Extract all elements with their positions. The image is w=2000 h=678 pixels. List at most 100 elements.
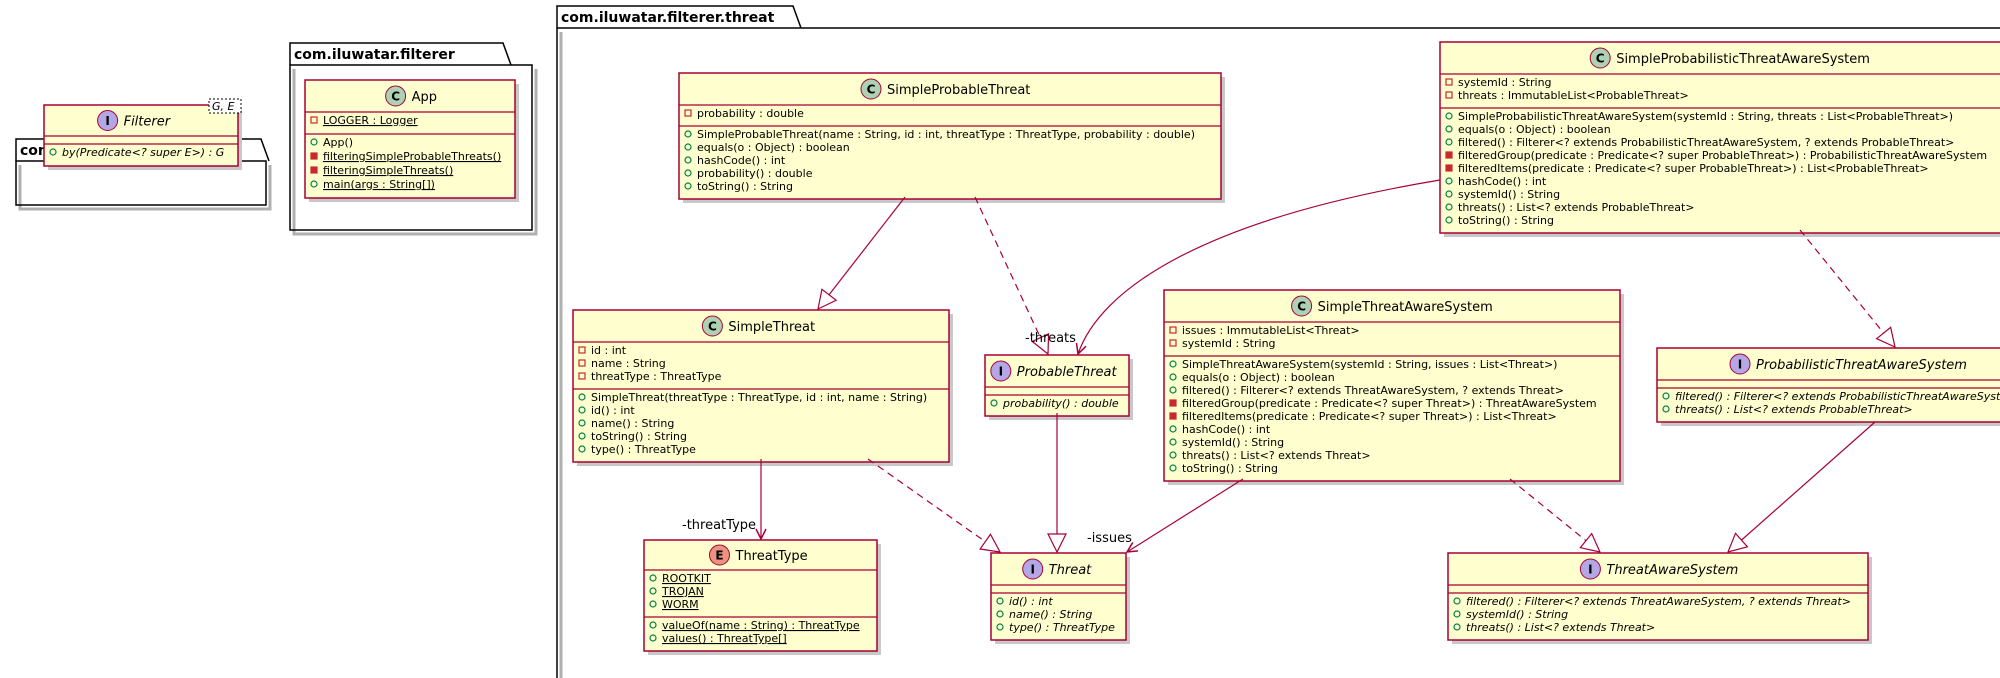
class-name: SimpleThreatAwareSystem — [1318, 300, 1493, 315]
class-method: filteredGroup(predicate : Predicate<? su… — [1182, 397, 1597, 410]
class-field: id : int — [591, 344, 627, 357]
class-field: WORM — [662, 598, 699, 611]
class-method: threats() : List<? extends ProbableThrea… — [1675, 403, 1913, 416]
role-label: -threatType — [682, 518, 756, 533]
public-visibility-icon — [684, 156, 692, 164]
class-method: hashCode() : int — [1458, 175, 1547, 188]
class-field: systemId : String — [1458, 76, 1552, 89]
public-visibility-icon — [310, 180, 318, 188]
class-field: TROJAN — [661, 585, 704, 598]
class-field: threatType : ThreatType — [591, 370, 722, 383]
public-visibility-icon — [1662, 405, 1670, 413]
class-method: values() : ThreatType[] — [662, 632, 787, 645]
class-method: id() : int — [591, 404, 635, 417]
public-visibility-icon — [684, 182, 692, 190]
public-visibility-icon — [1169, 425, 1177, 433]
class-name: Threat — [1049, 563, 1092, 578]
class-badge-icon — [860, 78, 882, 100]
package-name: com.iluwatar.filterer.threat — [561, 10, 775, 26]
public-visibility-icon — [684, 143, 692, 151]
arrowhead-icon — [755, 528, 767, 541]
class-method: systemId() : String — [1458, 188, 1560, 201]
class-method: filtered() : Filterer<? extends ThreatAw… — [1466, 595, 1851, 608]
private-visibility-icon — [1169, 399, 1177, 407]
public-visibility-icon — [1445, 203, 1453, 211]
class-field: systemId : String — [1182, 337, 1276, 350]
inheritance-triangle-icon — [1579, 532, 1602, 553]
relation-spt-extends-st — [817, 196, 906, 311]
relation-st-implements-t — [867, 458, 1002, 553]
role-label: -threats — [1025, 331, 1076, 346]
relation-spats-assoc-pt: -threats — [1025, 179, 1441, 356]
class-method: threats() : List<? extends Threat> — [1182, 449, 1371, 462]
relation-pats-extends-tas — [1726, 421, 1876, 553]
class-field: issues : ImmutableList<Threat> — [1182, 324, 1360, 337]
relations: -threats -threatType -issues — [682, 179, 1896, 554]
public-visibility-icon — [649, 621, 657, 629]
package-threat: com.iluwatar.filterer.threat — [556, 5, 2000, 678]
class-method: filteredItems(predicate : Predicate<? su… — [1182, 410, 1557, 423]
public-visibility-icon — [1445, 216, 1453, 224]
public-visibility-icon — [649, 574, 657, 582]
badge-letter: C — [867, 83, 876, 97]
public-visibility-icon — [1445, 190, 1453, 198]
generics-label: G, E — [212, 100, 235, 113]
arrowhead-icon — [1075, 342, 1087, 356]
class-name: ProbableThreat — [1017, 365, 1118, 380]
interface-badge-icon — [990, 360, 1012, 382]
role-label: -issues — [1087, 531, 1132, 546]
class-method: App() — [323, 136, 353, 149]
public-visibility-icon — [996, 597, 1004, 605]
badge-letter: I — [1738, 358, 1742, 372]
class-method: filteringSimpleThreats() — [323, 164, 453, 177]
badge-letter: E — [715, 549, 723, 563]
public-visibility-icon — [990, 399, 998, 407]
class-method: threats() : List<? extends Threat> — [1466, 621, 1655, 634]
public-visibility-icon — [578, 432, 586, 440]
public-visibility-icon — [996, 623, 1004, 631]
arrowhead-icon — [1125, 542, 1139, 553]
private-visibility-icon — [1445, 78, 1453, 86]
private-visibility-icon — [310, 116, 318, 124]
class-method: filteringSimpleProbableThreats() — [323, 150, 501, 163]
interface-badge-icon — [97, 110, 119, 131]
class-method: filtered() : Filterer<? extends Probabil… — [1458, 136, 1954, 149]
badge-letter: C — [1297, 300, 1306, 314]
class-badge-icon — [385, 85, 407, 107]
public-visibility-icon — [684, 169, 692, 177]
interface-badge-icon — [1579, 558, 1601, 580]
interface-badge-icon — [1022, 558, 1044, 580]
class-method: filteredGroup(predicate : Predicate<? su… — [1458, 149, 1987, 162]
class-method: systemId() : String — [1466, 608, 1568, 621]
badge-letter: I — [1588, 563, 1592, 577]
class-method: toString() : String — [1182, 462, 1278, 475]
inheritance-triangle-icon — [979, 533, 1002, 553]
class-method: SimpleProbabilisticThreatAwareSystem(sys… — [1458, 110, 1953, 123]
class-badge-icon — [1291, 295, 1313, 317]
class-name: ThreatAwareSystem — [1606, 563, 1738, 578]
public-visibility-icon — [1453, 597, 1461, 605]
badge-letter: I — [105, 114, 109, 128]
public-visibility-icon — [1445, 138, 1453, 146]
class-method: filtered() : Filterer<? extends Probabil… — [1675, 390, 2000, 403]
inheritance-triangle-icon — [1726, 532, 1749, 553]
inheritance-triangle-icon — [817, 288, 838, 311]
class-method: hashCode() : int — [1182, 423, 1271, 436]
class-threat-aware-system[interactable]: I ThreatAwareSystem filtered() : Filterer<… — [1447, 552, 1872, 644]
public-visibility-icon — [1662, 392, 1670, 400]
badge-letter: I — [999, 365, 1003, 379]
class-method: systemId() : String — [1182, 436, 1284, 449]
class-method: filteredItems(predicate : Predicate<? su… — [1458, 162, 1929, 175]
class-method: filtered() : Filterer<? extends ThreatAw… — [1182, 384, 1564, 397]
class-simple-threat-aware-system[interactable]: C SimpleThreatAwareSystem issues : Immutab… — [1163, 289, 1624, 485]
